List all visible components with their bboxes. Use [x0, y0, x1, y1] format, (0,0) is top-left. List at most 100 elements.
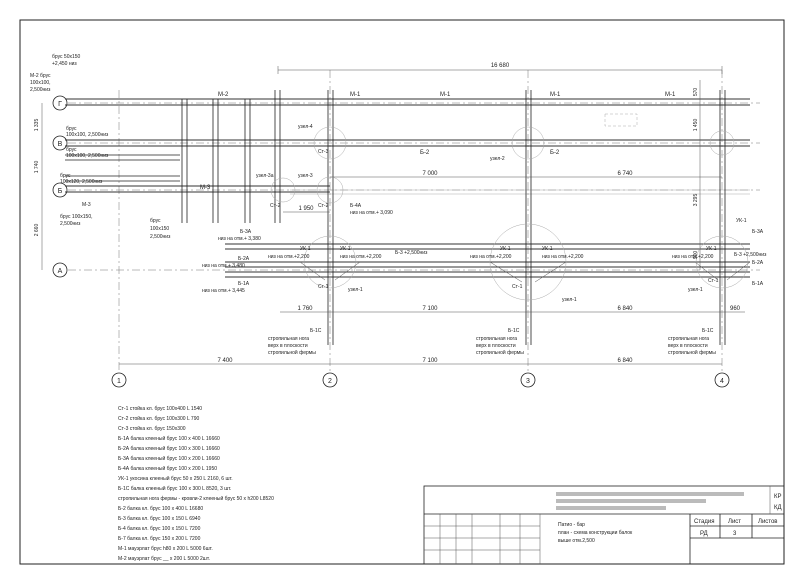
svg-text:Б-3А: Б-3А	[240, 229, 252, 235]
svg-text:М-1: М-1	[550, 92, 561, 98]
svg-text:Б-2: Б-2	[550, 150, 560, 156]
svg-text:низ на отм.+ 3,445: низ на отм.+ 3,445	[202, 288, 245, 294]
beam-row-v	[65, 139, 750, 147]
svg-text:7 000: 7 000	[422, 171, 438, 177]
beam-row-a	[225, 243, 750, 278]
axis-bubble-a: А	[52, 262, 68, 278]
svg-text:стропильная нога: стропильная нога	[268, 336, 309, 342]
svg-text:Б-2А: Б-2А	[238, 256, 250, 262]
svg-text:Б-2: Б-2	[420, 150, 430, 156]
svg-text:КД: КД	[774, 505, 782, 511]
dim-row-b: 7 000 6 740 1 950	[283, 171, 722, 213]
beam-row-b	[65, 185, 750, 195]
svg-text:брус: брус	[66, 126, 77, 132]
svg-text:100х150: 100х150	[150, 226, 169, 232]
svg-text:100х100,: 100х100,	[30, 80, 51, 86]
svg-text:Б-1С: Б-1С	[310, 328, 322, 334]
svg-text:7 400: 7 400	[217, 358, 233, 364]
blurred-text	[556, 492, 744, 496]
svg-text:6 840: 6 840	[617, 358, 633, 364]
axis-bubble-b: Б	[52, 182, 68, 198]
svg-text:А: А	[58, 268, 63, 275]
svg-text:Г: Г	[58, 101, 62, 108]
spec-line: Б-2 балка кл. брус 100 х 400 L 16680	[118, 506, 203, 512]
spec-line: М-2 мауэрлат брус __ х 200 L 5000 2шт.	[118, 556, 210, 562]
spec-line: Б-4А балка клееный брус 100 х 200 L 1950	[118, 465, 217, 472]
svg-text:низ на отм.+2,200: низ на отм.+2,200	[268, 254, 310, 260]
svg-text:Ст-2: Ст-2	[270, 203, 281, 209]
spec-line: Б-2А балка клееный брус 100 х 300 L 1666…	[118, 445, 220, 452]
dim-bottom: 7 400 7 100 6 840	[119, 358, 722, 365]
svg-text:Б-1С: Б-1С	[508, 328, 520, 334]
spec-line: Б-3А балка клееный брус 100 х 200 L 1666…	[118, 455, 220, 462]
svg-text:низ на отм.+2,200: низ на отм.+2,200	[470, 254, 512, 260]
sheet-frame	[19, 19, 785, 565]
svg-text:1: 1	[117, 378, 121, 385]
svg-text:брус 100х150,: брус 100х150,	[60, 214, 93, 220]
svg-text:узел-1: узел-1	[562, 297, 577, 303]
svg-text:100х120, 2,500низ: 100х120, 2,500низ	[60, 179, 103, 185]
dim-row-a: 1 760 7 100 6 840 960	[280, 306, 745, 313]
dim-left: 1 335 1 740 2 660	[34, 103, 43, 270]
svg-text:М-1: М-1	[665, 92, 676, 98]
svg-text:выше отм.2,500: выше отм.2,500	[558, 538, 595, 544]
svg-text:570: 570	[693, 88, 699, 97]
svg-text:УК-1: УК-1	[500, 246, 511, 252]
svg-text:низ на отм.+2,200: низ на отм.+2,200	[340, 254, 382, 260]
svg-text:М-1: М-1	[350, 92, 361, 98]
svg-text:Лист: Лист	[728, 519, 741, 525]
svg-text:узел-3а: узел-3а	[256, 173, 274, 179]
axis-bubble-2: 2	[322, 372, 338, 388]
svg-text:Ст-1: Ст-1	[318, 284, 329, 290]
axis-bubble-4: 4	[714, 372, 730, 388]
svg-text:Ст-1: Ст-1	[512, 284, 523, 290]
svg-text:Ст-2: Ст-2	[318, 203, 329, 209]
svg-text:Б-1А: Б-1А	[752, 281, 764, 287]
beam-left-rows	[65, 154, 180, 182]
svg-text:Б: Б	[58, 188, 63, 195]
svg-text:УК-1: УК-1	[736, 218, 747, 224]
svg-text:900: 900	[693, 251, 699, 260]
svg-text:УК-1: УК-1	[542, 246, 553, 252]
svg-text:Б-4А: Б-4А	[350, 203, 362, 209]
svg-text:стропильная нога: стропильная нога	[476, 336, 517, 342]
svg-text:6 840: 6 840	[617, 306, 633, 312]
svg-text:М-2 брус: М-2 брус	[30, 73, 51, 79]
svg-text:низ на отм.+ 3,090: низ на отм.+ 3,090	[350, 210, 393, 216]
svg-text:1 740: 1 740	[34, 161, 40, 174]
axis-bubble-3: 3	[520, 372, 536, 388]
svg-text:низ на отм.+ 3,380: низ на отм.+ 3,380	[218, 236, 261, 242]
title-block: КР КД Патио - бар план - схема конструкц…	[423, 485, 785, 565]
spec-line: Ст-2 стойка кл. брус 100х300 L 790	[118, 415, 199, 422]
svg-text:низ на отм.+2,200: низ на отм.+2,200	[672, 254, 714, 260]
spec-line: Б-4 балка кл. брус 100 х 150 L 7200	[118, 526, 201, 532]
svg-text:3: 3	[526, 378, 530, 385]
svg-text:7 100: 7 100	[422, 306, 438, 312]
svg-text:узел-2: узел-2	[490, 156, 505, 162]
spec-line: Б-7 балка кл. брус 150 х 200 L 7200	[118, 536, 201, 542]
left-rafters	[181, 90, 281, 223]
svg-text:1 335: 1 335	[34, 119, 40, 132]
svg-text:стропильной фермы: стропильной фермы	[476, 349, 524, 356]
svg-text:Б-3А: Б-3А	[752, 229, 764, 235]
svg-text:низ на отм.+2,200: низ на отм.+2,200	[542, 254, 584, 260]
svg-text:узел-1: узел-1	[348, 287, 363, 293]
svg-text:УК-1: УК-1	[300, 246, 311, 252]
spec-line: М-1 мауэрлат брус h80 х 200 L 5000 6шт.	[118, 546, 213, 552]
svg-text:В: В	[58, 141, 63, 148]
svg-text:1 760: 1 760	[297, 306, 313, 312]
svg-text:брус: брус	[150, 218, 161, 224]
svg-text:1 450: 1 450	[693, 119, 699, 132]
svg-text:план - схема конструкции балок: план - схема конструкции балок	[558, 530, 633, 536]
spec-line: Ст-1 стойка кл. брус 100х400 L 1540	[118, 405, 202, 412]
svg-text:верх в плоскости: верх в плоскости	[476, 343, 516, 349]
beam-marks: М-2 М-1 М-1 М-1 М-1 М-3 Б-2 Б-2	[200, 92, 676, 191]
svg-text:узел-4: узел-4	[298, 124, 313, 130]
svg-text:узел-3: узел-3	[298, 173, 313, 179]
axis-bubble-v: В	[52, 135, 68, 151]
opening-outline	[604, 113, 638, 127]
svg-text:2: 2	[328, 378, 332, 385]
beam-row-g	[65, 98, 750, 106]
svg-text:Б-2А: Б-2А	[752, 260, 764, 266]
dim-right: 570 1 450 3 295 900	[693, 80, 701, 270]
